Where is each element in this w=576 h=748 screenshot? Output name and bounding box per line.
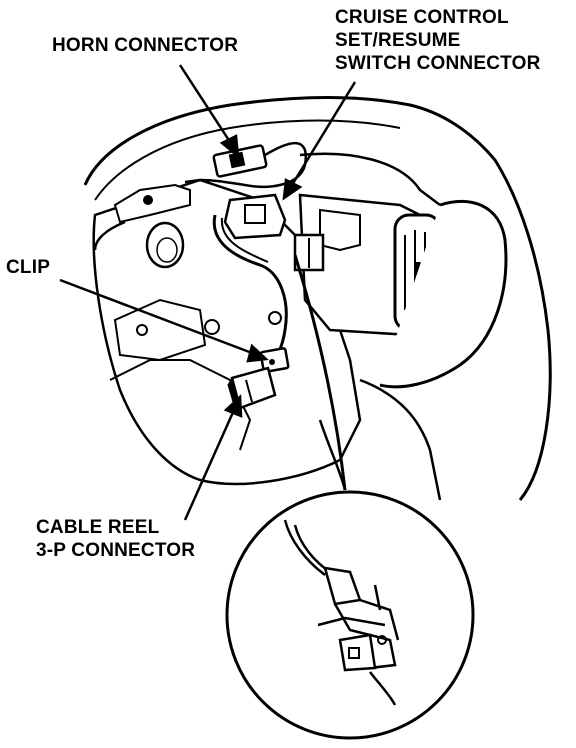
center-post-inner xyxy=(156,237,178,263)
label-cable-reel-connector: CABLE REEL 3-P CONNECTOR xyxy=(36,516,195,562)
callout-arrows xyxy=(59,64,357,521)
label-horn-connector-text: HORN CONNECTOR xyxy=(52,35,239,56)
center-post xyxy=(145,221,185,269)
cruise-connector xyxy=(223,193,287,240)
hub-bracket xyxy=(113,298,207,362)
steering-wheel-rim-inner xyxy=(94,119,401,201)
label-cruise-control-line2: SET/RESUME xyxy=(335,30,461,51)
label-cruise-control-line3: SWITCH CONNECTOR xyxy=(335,53,541,74)
clip-pin xyxy=(269,359,275,365)
detail-inset-content xyxy=(283,519,400,706)
hub-bolt-3 xyxy=(268,311,282,325)
horn-wire-left xyxy=(93,220,126,251)
label-cruise-control-line1: CRUISE CONTROL xyxy=(335,7,509,28)
label-clip: CLIP xyxy=(6,256,50,279)
label-cable-reel-line1: CABLE REEL xyxy=(36,517,160,538)
label-cruise-control-connector: CRUISE CONTROL SET/RESUME SWITCH CONNECT… xyxy=(335,6,541,75)
horn-terminal-bracket xyxy=(113,183,191,224)
label-clip-text: CLIP xyxy=(6,257,51,278)
horn-connector-latch xyxy=(228,151,246,169)
hub-bolt-1 xyxy=(136,324,148,336)
clip xyxy=(259,347,290,374)
hub-lower-edge xyxy=(109,359,252,451)
steering-wheel-rim xyxy=(83,96,552,501)
right-shroud xyxy=(379,199,508,389)
hub-bolt-2 xyxy=(204,319,220,335)
cruise-wire-2 xyxy=(220,217,269,263)
label-cable-reel-line2: 3-P CONNECTOR xyxy=(36,540,196,561)
label-horn-connector: HORN CONNECTOR xyxy=(52,34,238,57)
cruise-connector-lock xyxy=(244,204,266,224)
horn-wire xyxy=(184,141,308,189)
horn-terminal-screw xyxy=(143,195,153,205)
detail-inset-circle xyxy=(225,490,475,740)
right-shroud-curve xyxy=(299,152,441,206)
cable-reel-3p-rib xyxy=(245,379,253,403)
detail-leader-line xyxy=(293,254,347,491)
